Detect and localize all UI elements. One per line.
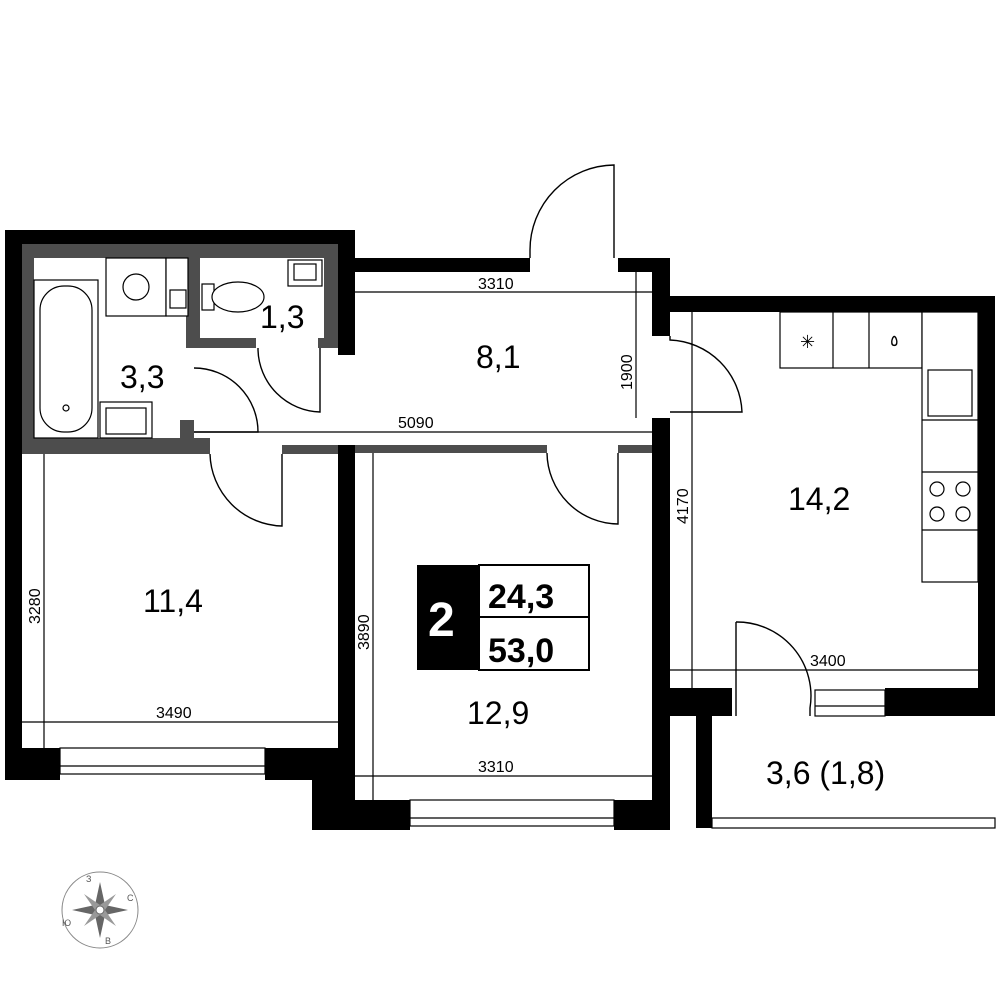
room-hallway-area: 8,1 [476, 339, 520, 375]
inner-walls [22, 244, 652, 454]
dimension-lines [22, 272, 978, 800]
room-balcony-area: 3,6 (1,8) [766, 755, 885, 791]
compass-east: В [105, 936, 111, 946]
dim-bedroom-height: 3280 [27, 588, 44, 624]
toilet-fixtures [201, 259, 323, 313]
water-drop-icon: ٥ [890, 333, 899, 350]
compass-west: З [86, 874, 91, 884]
compass-north: С [127, 893, 134, 903]
room-living-area: 12,9 [467, 695, 529, 731]
room-toilet-area: 1,3 [260, 299, 304, 335]
rooms-count: 2 [428, 594, 455, 647]
living-area-total: 24,3 [488, 578, 554, 616]
dim-hall-top-width: 3310 [478, 276, 514, 293]
room-bathroom-area: 3,3 [120, 359, 164, 395]
room-bedroom-area: 11,4 [143, 583, 203, 619]
dim-kitchen-width: 3400 [810, 653, 846, 670]
dim-hall-full-width: 5090 [398, 415, 434, 432]
total-area: 53,0 [488, 632, 554, 670]
bath-fixtures [33, 257, 189, 439]
fridge-icon: ✳ [800, 332, 815, 352]
stove-icon [929, 481, 971, 522]
compass-south: Ю [62, 918, 71, 928]
dim-kitchen-height: 4170 [675, 488, 692, 524]
dim-living-height: 3890 [356, 614, 373, 650]
dim-bedroom-width: 3490 [156, 705, 192, 722]
kitchen-fixtures: ✳ ٥ [779, 311, 979, 583]
kitchen-sink-icon [927, 369, 973, 417]
compass-icon: З С Ю В [61, 871, 139, 949]
windows [59, 689, 996, 829]
outer-walls [5, 230, 995, 830]
doors [193, 164, 812, 716]
dim-living-width: 3310 [478, 759, 514, 776]
room-kitchen-area: 14,2 [788, 481, 850, 517]
summary-badge: 2 24,3 53,0 [417, 564, 590, 671]
dim-hall-height: 1900 [619, 354, 636, 390]
